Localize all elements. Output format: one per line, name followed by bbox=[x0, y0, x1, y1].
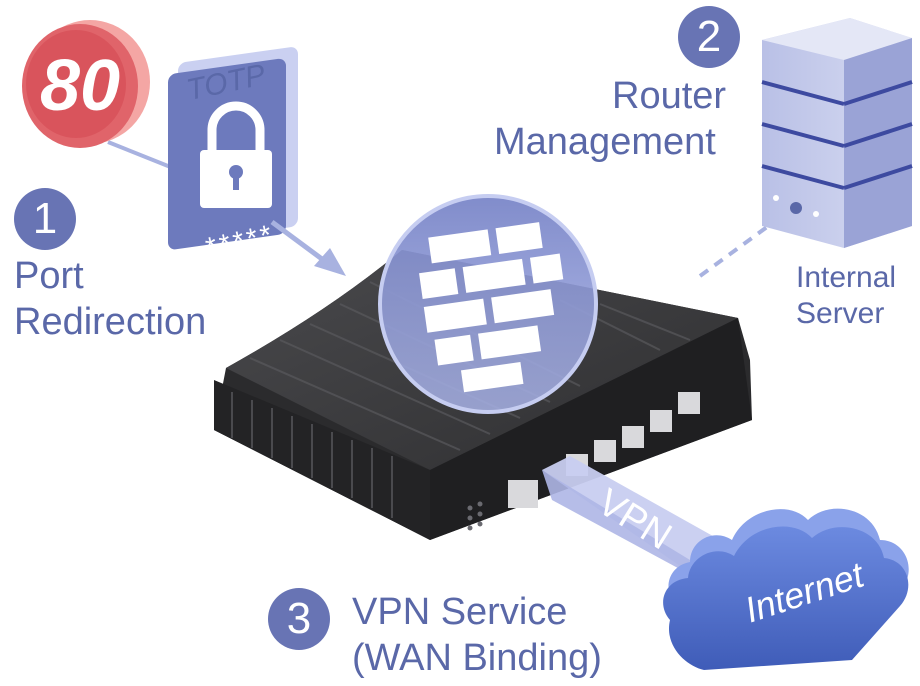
padlock-icon bbox=[200, 101, 272, 208]
step-1-line2: Redirection bbox=[14, 301, 207, 343]
server-label-line1: Internal bbox=[796, 261, 897, 294]
port-80-badge: 80 bbox=[22, 20, 150, 148]
port-to-lock-connector bbox=[107, 140, 179, 172]
vpn-tunnel: VPN bbox=[542, 456, 720, 580]
totp-lock-tile: ***** bbox=[168, 47, 298, 263]
server-label-line2: Server bbox=[796, 297, 885, 330]
step-1-badge: 1 bbox=[14, 188, 76, 250]
server-icon bbox=[761, 18, 913, 248]
step-2-badge: 2 bbox=[678, 6, 740, 68]
port-80-text: 80 bbox=[40, 46, 120, 126]
lock-to-router-arrow bbox=[270, 219, 346, 276]
step-3-line2: (WAN Binding) bbox=[352, 637, 602, 679]
step-3-line1: VPN Service bbox=[352, 591, 568, 633]
step-2-line2: Management bbox=[494, 121, 716, 163]
step-2-line1: Router bbox=[612, 75, 727, 117]
firewall-brick-icon bbox=[378, 194, 598, 414]
cloud-icon: Internet bbox=[663, 508, 909, 670]
step-1-line1: Port bbox=[14, 255, 84, 297]
router-vent bbox=[467, 501, 483, 531]
step-3-badge: 3 bbox=[268, 588, 330, 650]
